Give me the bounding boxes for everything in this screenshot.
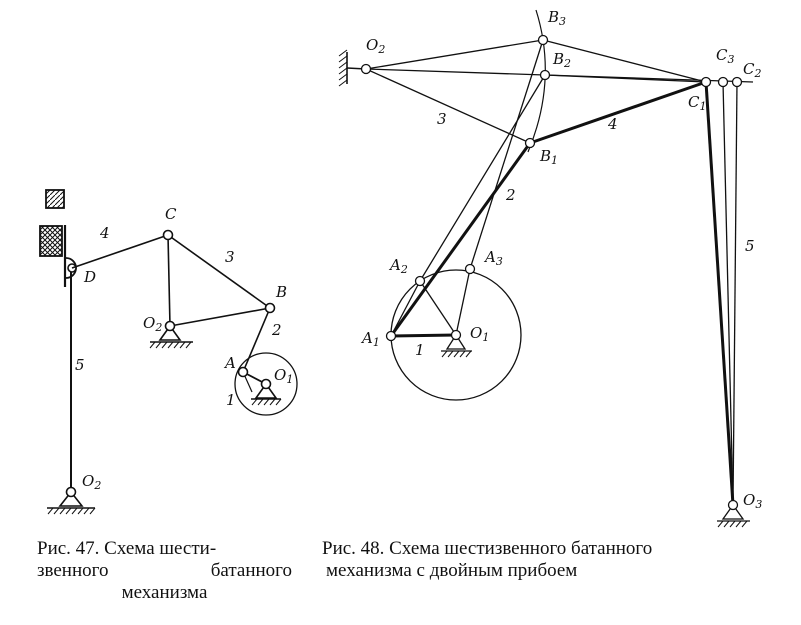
- link-5-pos-1: [704, 81, 735, 506]
- joint-B3: [537, 34, 549, 46]
- label-link-1: 1: [415, 341, 425, 359]
- support-O1: [445, 333, 467, 350]
- label-A2: A2: [388, 256, 408, 276]
- caption-47-line-3: механизма: [121, 582, 208, 603]
- joint-C: [162, 229, 174, 241]
- link-4: [529, 80, 707, 145]
- crank-A3: [455, 268, 471, 336]
- label-link-4: 4: [99, 224, 110, 242]
- caption-47-line-2: звенного батанного: [37, 560, 292, 581]
- label-O1: O1: [274, 366, 293, 386]
- rocker-O2-B3: [365, 39, 544, 70]
- label-A3: A3: [483, 248, 503, 268]
- joint-O2: [164, 320, 176, 332]
- label-B2: B2: [552, 50, 571, 70]
- support-O2-bottom: [58, 490, 84, 507]
- joint-A3: [464, 263, 476, 275]
- label-C: C: [165, 205, 177, 223]
- label-O2: O2: [366, 36, 385, 56]
- crank-link-1: [390, 333, 457, 338]
- joint-C3: [717, 76, 729, 88]
- label-link-1: 1: [226, 391, 236, 409]
- joint-C1: [700, 76, 712, 88]
- label-O2: O2: [143, 314, 162, 334]
- label-O3: O3: [743, 491, 762, 511]
- fig47-diagram: [39, 189, 298, 515]
- ground-hatch-O2-bottom: [47, 507, 96, 515]
- rocker-C-O2: [167, 234, 171, 327]
- joint-O2-bottom: [65, 486, 77, 498]
- label-B: B: [275, 283, 287, 301]
- link-2-pos-1: [389, 142, 532, 337]
- label-link-4: 4: [607, 115, 618, 133]
- label-link-5: 5: [745, 237, 755, 255]
- reed-block-bottom: [39, 225, 63, 257]
- label-link-5: 5: [75, 356, 85, 374]
- label-link-3: 3: [225, 248, 235, 266]
- rocker-O2-B2: [365, 68, 546, 76]
- label-C2: C2: [743, 60, 761, 80]
- joint-O1: [450, 329, 462, 341]
- label-B1: B1: [539, 147, 558, 167]
- label-O2-bottom: O2: [82, 472, 101, 492]
- caption-48-line-1: Рис. 48. Схема шестизвенного батанного: [322, 538, 653, 559]
- link-2: [242, 307, 271, 373]
- reed-block-top: [45, 189, 65, 209]
- label-link-2: 2: [271, 321, 282, 339]
- label-C1: C1: [688, 93, 706, 113]
- joint-O1: [260, 378, 272, 390]
- fig48-diagram: [338, 9, 754, 528]
- arc-B: [527, 9, 546, 153]
- wall-hatch-O2: [338, 49, 348, 87]
- figure-48-caption: Рис. 48. Схема шестизвенного батанного м…: [322, 538, 792, 582]
- crank-A1-A2: [390, 280, 421, 337]
- ground-hatch-O1: [441, 350, 472, 358]
- joint-O2: [360, 63, 372, 75]
- label-C3: C3: [716, 46, 734, 66]
- ground-hatch-O1: [251, 398, 282, 406]
- caption-47-line-1: Рис. 47. Схема шести-: [37, 538, 217, 559]
- crank-circle: [234, 352, 298, 416]
- joint-O3: [727, 499, 739, 511]
- label-link-2: 2: [505, 186, 516, 204]
- label-D: D: [83, 268, 96, 286]
- figure-47-caption: Рис. 47. Схема шести- звенного батанного…: [37, 538, 292, 604]
- joint-B: [264, 302, 276, 314]
- caption-48-line-2: механизма с двойным прибоем: [326, 560, 578, 581]
- link-5-pos-2: [722, 81, 734, 506]
- link-3: [167, 234, 271, 309]
- link-4: [71, 234, 169, 269]
- joint-B1: [524, 137, 536, 149]
- label-A1: A1: [360, 329, 380, 349]
- link-2-pos-2: [419, 74, 546, 282]
- label-O1: O1: [470, 324, 489, 344]
- support-O2: [158, 324, 182, 341]
- fig47-labels: 4 C 3 D B O2 2 5 A O1 1 O2: [75, 205, 293, 492]
- joint-B2: [539, 69, 551, 81]
- crank-A2: [419, 280, 457, 336]
- link-5-pos-3: [732, 81, 738, 506]
- ground-hatch-O3: [717, 520, 748, 528]
- support-O3: [721, 503, 745, 520]
- fig48-labels: B3 O2 B2 C3 C2 C1 3 4 B1 2 5 A2 A3 A1 1 …: [360, 8, 762, 511]
- support-O1: [254, 382, 278, 399]
- joint-A: [237, 366, 249, 378]
- joint-A2: [414, 275, 426, 287]
- label-B3: B3: [547, 8, 566, 28]
- link-B3-C1: [542, 39, 707, 83]
- joint-C2: [731, 76, 743, 88]
- label-A: A: [223, 354, 236, 372]
- link-3: [365, 68, 531, 144]
- link-2-pos-3: [469, 39, 544, 270]
- joint-A1: [385, 330, 397, 342]
- label-link-3: 3: [437, 110, 447, 128]
- ground-hatch-O2: [149, 341, 192, 349]
- rocker-O2-B: [169, 307, 271, 327]
